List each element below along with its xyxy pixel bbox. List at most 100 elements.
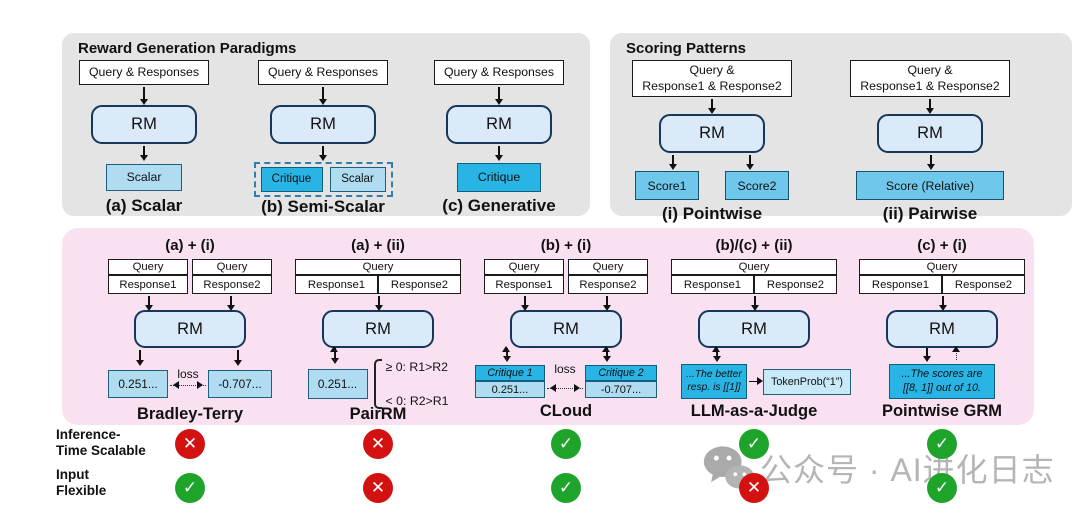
judgement-line2: resp. is [[1]] [687, 381, 741, 393]
cross-icon: ✕ [739, 473, 769, 503]
bracket-icon [373, 359, 382, 409]
loss-label: loss [177, 367, 199, 381]
rule-lt: < 0: R2>R1 [385, 394, 449, 408]
response-cell: Response1 [108, 275, 188, 294]
dotted-arrow-up-icon [330, 346, 339, 362]
scores-box: ...The scores are [[8, 1]] out of 10. [889, 364, 995, 399]
paradigms-panel: Reward Generation Paradigms Query & Resp… [62, 33, 590, 216]
loss-link: loss [168, 367, 208, 398]
paradigm-col-semi-scalar: Query & Responses RM Critique Scalar (b)… [248, 60, 398, 217]
tokenprob-box: TokenProb(“1”) [763, 368, 851, 395]
combo-header: (a) + (ii) [351, 237, 405, 254]
input-group: Query Response1 Query Response2 [484, 259, 648, 294]
input-stack-1: Query Response1 [108, 259, 188, 294]
score-relative-box: Score (Relative) [856, 171, 1004, 200]
combo-caption: PairRM [349, 405, 407, 423]
paradigm-col-scalar: Query & Responses RM Scalar (a) Scalar [69, 60, 219, 216]
arrow-down-icon [498, 146, 500, 159]
input-stack-2: Query Response2 [568, 259, 648, 294]
dotted-arrow-up-icon [952, 346, 961, 360]
input-line1: Query & [689, 63, 735, 78]
input-group: Query Response1 Response2 [295, 259, 461, 294]
score-box: 0.251... [307, 369, 368, 399]
scores-line2: [[8, 1]] out of 10. [902, 381, 982, 394]
scoring-title: Scoring Patterns [626, 40, 747, 57]
critique2-box: Critique 2 [585, 365, 657, 381]
watermark: 公众号 · AI进化日志 [702, 444, 1055, 492]
cross-icon: ✕ [175, 429, 205, 459]
arrow-down-icon [322, 87, 324, 103]
input-group: Query Response1 Query Response2 [108, 259, 272, 294]
paradigm-col-generative: Query & Responses RM Critique (c) Genera… [424, 60, 574, 216]
response-cell: Response1 [295, 275, 378, 294]
rm-box: RM [510, 310, 622, 348]
arrow-down-icon [139, 350, 141, 364]
input-group: Query Response1 Response2 [671, 259, 837, 294]
combo-header: (b) + (i) [540, 237, 592, 254]
judgement-box: ...The better resp. is [[1]] [681, 364, 747, 399]
rm-box: RM [659, 114, 765, 153]
criterion-label-line2: Time Scalable [56, 443, 146, 458]
arrow-down-icon [606, 296, 608, 309]
arrow-down-icon [322, 146, 324, 159]
combo-header: (b)/(c) + (ii) [715, 237, 793, 254]
input-box: Query & Responses [258, 60, 388, 85]
rm-box: RM [91, 105, 197, 144]
combo-caption: Bradley-Terry [136, 405, 244, 423]
input-stack-1: Query Response1 [484, 259, 564, 294]
arrow-down-icon [754, 296, 756, 309]
rm-box: RM [698, 310, 810, 348]
arrow-down-icon [930, 155, 932, 168]
combo-col-cloud: (b) + (i) Query Response1 Query Response… [474, 237, 658, 421]
arrow-down-icon [926, 348, 928, 360]
response-cell: Response1 [484, 275, 564, 294]
arrow-down-icon [606, 348, 608, 360]
paradigms-title: Reward Generation Paradigms [78, 40, 297, 57]
scoring-col-pairwise: Query & Response1 & Response2 RM Score (… [820, 60, 1040, 224]
scoring-panel: Scoring Patterns Query & Response1 & Res… [610, 33, 1072, 223]
arrow-down-icon [524, 296, 526, 309]
dotted-double-arrow-icon [170, 381, 206, 389]
check-icon: ✓ [175, 473, 205, 503]
response-cell: Response2 [378, 275, 461, 294]
judgement-line1: ...The better [686, 368, 742, 380]
input-stack-2: Query Response2 [192, 259, 272, 294]
paradigm-caption: (a) Scalar [105, 196, 183, 215]
dotted-double-arrow-icon [547, 384, 583, 392]
response-cell: Response2 [754, 275, 837, 294]
check-icon: ✓ [551, 429, 581, 459]
combo-col-pairrm: (a) + (ii) Query Response1 Response2 RM … [286, 237, 470, 424]
query-cell: Query [859, 259, 1025, 275]
rm-box: RM [134, 310, 246, 348]
paradigm-caption: (b) Semi-Scalar [261, 197, 385, 216]
critique-output-box: Critique [260, 166, 323, 192]
response-cell: Response2 [192, 275, 272, 294]
arrow-down-icon [711, 99, 713, 112]
rm-box: RM [446, 105, 552, 144]
paradigm-caption: (c) Generative [442, 196, 556, 215]
combo-header: (a) + (i) [165, 237, 215, 254]
check-icon: ✓ [739, 429, 769, 459]
dotted-arrow-up-icon [502, 346, 511, 360]
query-cell: Query [192, 259, 272, 275]
response-cell: Response2 [942, 275, 1025, 294]
criterion-label-line1: Inference- [56, 427, 121, 442]
query-cell: Query [568, 259, 648, 275]
semi-scalar-output-group: Critique Scalar [253, 161, 393, 197]
rm-box: RM [322, 310, 434, 348]
input-box: Query & Response1 & Response2 [850, 60, 1010, 97]
input-line2: Response1 & Response2 [642, 78, 782, 93]
query-cell: Query [295, 259, 461, 275]
loss-link: loss [545, 362, 585, 398]
scalar-output-box: Scalar [106, 163, 182, 191]
input-box: Query & Responses [434, 60, 564, 85]
score1-box: Score1 [635, 171, 699, 200]
arrow-down-icon [148, 296, 150, 309]
scoring-col-pointwise: Query & Response1 & Response2 RM Score1 … [602, 60, 822, 224]
combos-panel: (a) + (i) Query Response1 Query Response… [62, 228, 1034, 425]
cross-icon: ✕ [363, 429, 393, 459]
query-cell: Query [671, 259, 837, 275]
check-icon: ✓ [927, 473, 957, 503]
rm-box: RM [270, 105, 376, 144]
rm-box: RM [877, 114, 983, 153]
